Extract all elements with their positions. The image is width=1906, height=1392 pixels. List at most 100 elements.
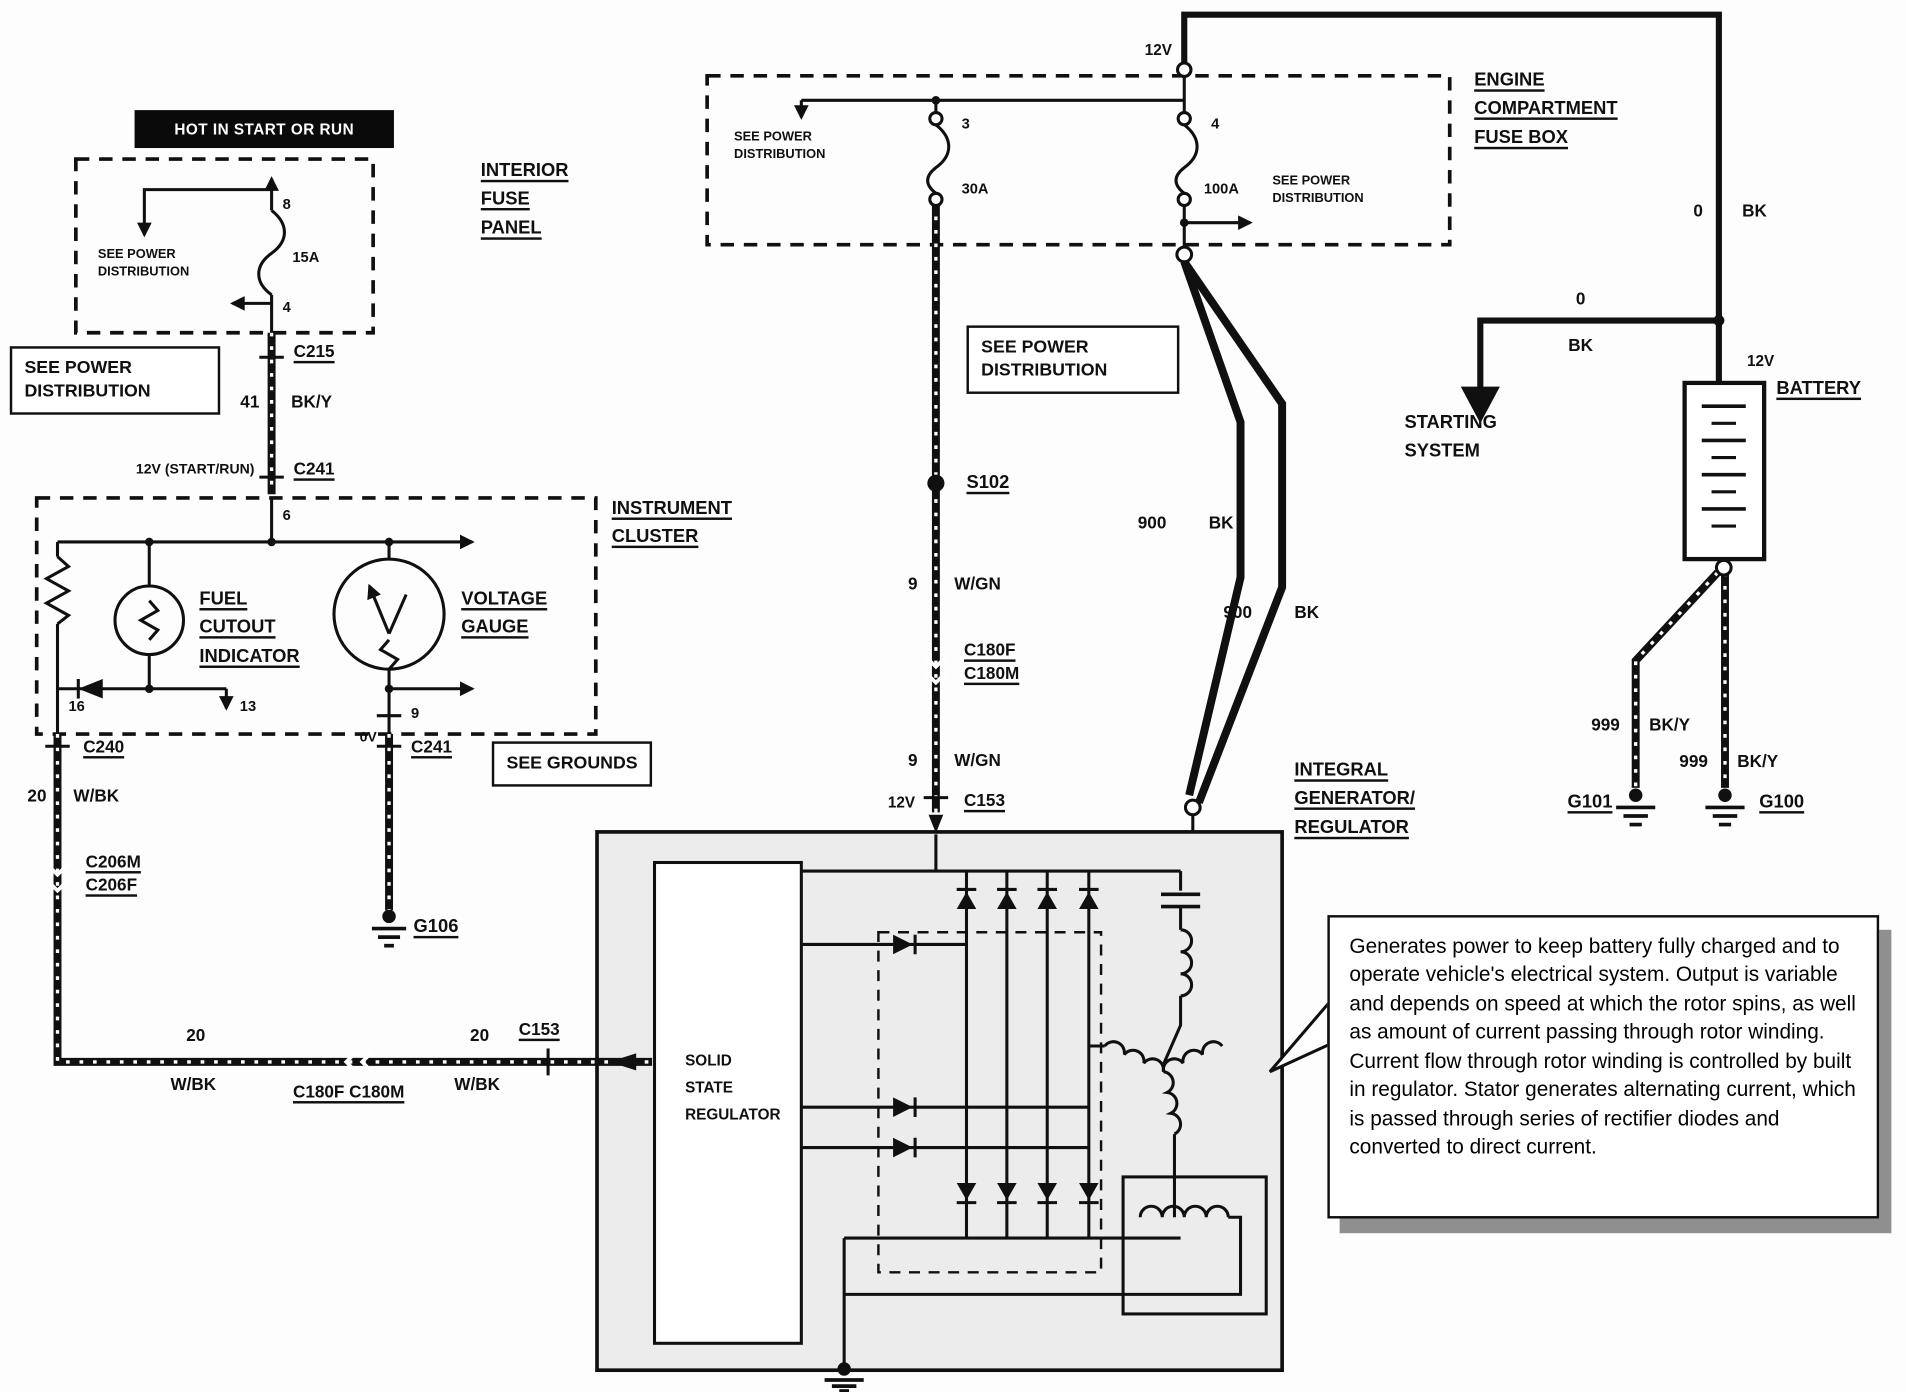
pin-9-label: 9 [411,704,420,722]
color-bky-b-label: BK/Y [1737,751,1779,771]
striped-wires [53,203,1729,1066]
c241-lower-label: C241 [411,736,453,757]
engine-fuse-box-title: ENGINE COMPARTMENT FUSE BOX [1474,69,1617,154]
voltage-gauge-title: VOLTAGE GAUGE [461,587,547,644]
solid-state-regulator-label: SOLID STATE REGULATOR [685,1052,780,1133]
circuit-20-left-label: 20 [27,785,47,805]
generator-internals [802,834,1243,1392]
ssr-line1: SOLID [685,1052,732,1070]
engine-compartment-fuse-box [705,74,1452,247]
instrument-cluster-box [34,496,598,736]
color-bky-a-label: BK/Y [1649,714,1691,735]
c206-connector-labels: C206M C206F [86,851,141,897]
interior-fuse-panel-title: INTERIOR FUSE PANEL [481,159,569,244]
s102-label: S102 [966,472,1010,494]
0v-label: 0V [359,730,377,746]
rotor-coil-symbol [1180,928,1194,998]
circuit-900-a-label: 900 [1137,512,1167,533]
engine-title-line2: COMPARTMENT [1474,98,1618,119]
color-bky-label: BK/Y [291,391,333,412]
interior-fuse-panel-title-line2: FUSE [480,188,530,210]
wire-900-bk [1175,245,1287,834]
circuit-900-b-label: 900 [1223,601,1252,622]
igr-title-line1: INTEGRAL [1294,759,1389,781]
stator-winding-symbol [1103,1040,1166,1072]
pin-4-label: 4 [282,298,291,316]
igr-title-line2: GENERATOR/ [1294,788,1416,809]
rectifier-diode-symbol [956,891,977,909]
color-wbk-bottom-a-label: W/BK [170,1074,217,1094]
color-bk-right-a-label: BK [1742,200,1767,221]
starting-system-label: STARTING SYSTEM [1404,411,1496,468]
c206-connector-symbol [45,862,70,878]
battery-graphics [1682,380,1767,577]
fuse-4-pos-label: 4 [1211,114,1220,133]
instrument-cluster-title: INSTRUMENT CLUSTER [612,497,732,554]
c215-label: C215 [293,341,335,361]
starting-system-line2: SYSTEM [1404,440,1480,462]
see-power-distribution-box-center: SEE POWER DISTRIBUTION [966,325,1180,394]
circuit-0-a-label: 0 [1693,200,1703,221]
c153-center-label: C153 [964,790,1005,810]
pin-6-label: 6 [282,506,291,524]
g101-ground-symbol [1616,788,1656,827]
fuel-cutout-line1: FUEL [199,588,248,610]
voltage-gauge-line2: GAUGE [461,616,529,638]
interior-fuse-panel-graphics [137,176,286,479]
hot-in-start-or-run-label: HOT IN START OR RUN [134,110,394,149]
g106-label: G106 [413,916,459,938]
pin-8-label: 8 [282,195,291,213]
c240-label: C240 [83,736,125,757]
interior-fuse-panel-box [74,157,375,335]
color-wgn-b-label: W/GN [954,749,1001,770]
voltage-gauge-symbol [332,557,446,671]
instrument-cluster-title-line2: CLUSTER [611,526,699,548]
fuse-3-pos-label: 3 [961,114,970,133]
fuse-3-symbol [926,123,951,195]
circuit-41-label: 41 [240,391,260,412]
c180f-c180m-bottom-label: C180F C180M [292,1081,405,1102]
fuel-cutout-line2: CUTOUT [199,616,276,638]
fuel-cutout-indicator-title: FUEL CUTOUT INDICATOR [199,587,299,672]
interior-see-power-distribution: SEE POWER DISTRIBUTION [97,247,190,279]
circuit-9-b-label: 9 [908,749,918,770]
starting-system-line1: STARTING [1404,412,1497,434]
fuel-cutout-indicator-symbol [113,584,186,657]
engine-fuse-box-graphics [793,61,1253,248]
c180-connector-symbol [343,1049,359,1075]
color-wbk-bottom-b-label: W/BK [454,1074,500,1094]
battery-symbol [1682,380,1767,562]
fusebox-see-power-left: SEE POWER DISTRIBUTION [734,129,826,162]
generator-description-text: Generates power to keep battery fully ch… [1349,934,1856,1159]
fuse-30a-label: 30A [961,179,989,197]
circuit-999-b-label: 999 [1679,751,1708,771]
interior-fuse-panel-title-line1: INTERIOR [480,160,569,182]
fusebox-see-power-right: SEE POWER DISTRIBUTION [1272,173,1364,206]
fuse-100a-label: 100A [1203,179,1239,197]
field-coil-symbol [1138,1204,1230,1218]
instrument-cluster-graphics [43,497,475,748]
starting-system-arrow [1460,386,1500,424]
color-wgn-a-label: W/GN [954,573,1001,594]
c180m-label: C180M [964,663,1020,683]
left-branch-connectors [45,862,637,1076]
circuit-9-a-label: 9 [908,573,918,594]
see-grounds-box: SEE GROUNDS [491,741,653,787]
c206f-label: C206F [85,874,138,895]
g100-ground-symbol [1705,788,1745,827]
c180-connector-symbol-center [923,654,949,670]
c180-connector-labels: C180F C180M [964,640,1019,686]
battery-label: BATTERY [1776,378,1862,399]
c153-left-label: C153 [518,1019,560,1039]
color-bk-a-label: BK [1208,512,1234,533]
fuse-4-symbol [1174,123,1199,195]
12v-c153-label: 12V [887,793,916,812]
g106-ground-symbol [371,909,407,948]
center-branch-symbols [923,474,949,834]
generator-description-callout: Generates power to keep battery fully ch… [1327,915,1880,1219]
battery-feed-wire [1181,11,1725,424]
ssr-line3: REGULATOR [685,1105,781,1124]
